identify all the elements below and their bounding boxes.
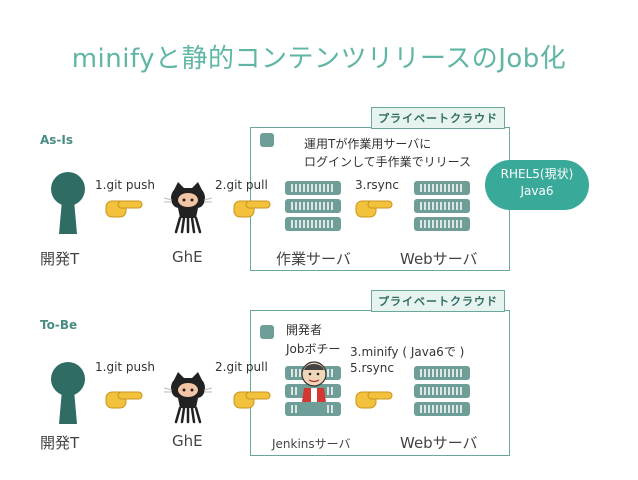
- node-web-server: Webサーバ: [400, 250, 478, 268]
- step-rsync: 3.rsync: [355, 178, 399, 192]
- to-be-cloud-box: [250, 310, 510, 456]
- as-is-note-line1: 運用Tが作業用サーバに: [304, 137, 432, 151]
- as-is-note-line2: ログインして手作業でリリース: [304, 155, 472, 169]
- node-dev-team: 開発T: [40, 434, 80, 452]
- as-is-label: As-Is: [40, 133, 74, 147]
- bubble-line1: RHEL5(現状): [500, 167, 574, 181]
- octocat-icon: [163, 182, 213, 234]
- to-be-note-line1: 開発者: [286, 323, 323, 337]
- step-git-pull: 2.git pull: [215, 360, 268, 374]
- server-icon: [285, 181, 341, 231]
- node-work-server: 作業サーバ: [276, 250, 351, 268]
- node-ghe: GhE: [172, 432, 203, 450]
- step-git-push: 1.git push: [95, 360, 155, 374]
- server-icon: [414, 181, 470, 231]
- node-jenkins-server: Jenkinsサーバ: [272, 437, 351, 451]
- node-dev-team: 開発T: [40, 250, 80, 268]
- as-is-cloud-tag: プライベートクラウド: [371, 107, 505, 129]
- to-be-label: To-Be: [40, 318, 78, 332]
- bubble-line2: Java6: [520, 184, 554, 198]
- square-icon: [260, 133, 274, 147]
- pointing-hand-icon: [355, 391, 393, 409]
- step-minify: 3.minify ( Java6で ): [350, 345, 465, 359]
- person-icon: [51, 362, 85, 424]
- step-rsync: 5.rsync: [350, 361, 394, 375]
- jenkins-icon: [301, 361, 327, 402]
- pointing-hand-icon: [105, 200, 143, 218]
- person-icon: [51, 172, 85, 234]
- pointing-hand-icon: [233, 200, 271, 218]
- pointing-hand-icon: [355, 200, 393, 218]
- step-git-push: 1.git push: [95, 178, 155, 192]
- rhel-bubble: RHEL5(現状) Java6: [485, 160, 589, 210]
- page-title: minifyと静的コンテンツリリースのJob化: [71, 44, 567, 74]
- pointing-hand-icon: [233, 391, 271, 409]
- octocat-icon: [163, 372, 213, 424]
- node-web-server: Webサーバ: [400, 434, 478, 452]
- step-git-pull: 2.git pull: [215, 178, 268, 192]
- square-icon: [260, 325, 274, 339]
- node-ghe: GhE: [172, 248, 203, 266]
- pointing-hand-icon: [105, 391, 143, 409]
- to-be-cloud-tag: プライベートクラウド: [371, 290, 505, 312]
- server-icon: [414, 366, 470, 416]
- to-be-note-line2: Jobボチー: [286, 342, 341, 356]
